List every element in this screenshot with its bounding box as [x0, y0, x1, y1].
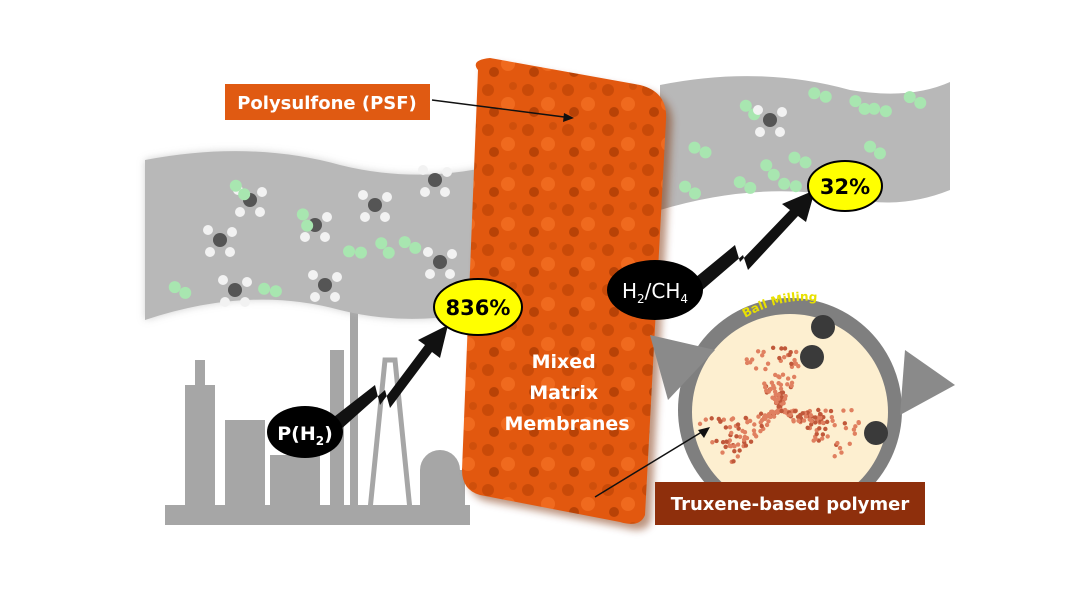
milling-ball — [864, 421, 888, 445]
psf-pointer — [431, 99, 573, 119]
hydrogen-molecule — [864, 140, 886, 160]
methane-molecule — [218, 275, 252, 307]
hydrogen-molecule — [788, 151, 812, 169]
selectivity-increase-value: 32% — [820, 175, 870, 199]
mixed-matrix-membrane — [462, 58, 673, 530]
permeability-label: P(H2) — [277, 423, 333, 448]
permeability-increase-value: 836% — [446, 296, 511, 320]
hydrogen-molecule — [375, 237, 395, 259]
hydrogen-molecule — [808, 87, 832, 103]
hydrogen-molecule — [343, 245, 367, 259]
hydrogen-molecule — [229, 179, 251, 201]
selectivity-oval — [607, 260, 703, 320]
methane-molecule — [308, 270, 342, 302]
permeability-oval — [267, 406, 343, 458]
hydrogen-molecule — [778, 177, 802, 193]
mmm-label: Mixed Matrix Membranes — [504, 351, 629, 435]
polysulfone-label-box — [225, 84, 430, 120]
polysulfone-label: Polysulfone (PSF) — [237, 93, 417, 114]
hydrogen-molecule — [679, 180, 701, 200]
filler-label: Truxene-based polymer — [671, 494, 910, 515]
permeability-increase-badge — [433, 278, 523, 336]
permeability-arrow — [330, 325, 448, 430]
selectivity-arrow — [690, 190, 815, 292]
hydrogen-molecule — [398, 236, 422, 254]
hydrogen-molecule — [733, 176, 757, 194]
milling-ball — [811, 315, 835, 339]
hydrogen-molecule — [903, 91, 927, 109]
truxene-polymer-structure — [697, 345, 861, 464]
selectivity-increase-badge — [807, 160, 883, 212]
methane-molecule — [203, 225, 237, 257]
hydrogen-molecule — [168, 281, 192, 299]
selectivity-label: H2/CH4 — [622, 279, 688, 306]
methane-molecule — [358, 190, 392, 222]
ball-mill: Ball Milling — [650, 290, 955, 522]
methane-molecule — [753, 105, 787, 137]
filler-label-box — [655, 482, 925, 525]
hydrogen-molecule — [688, 141, 712, 159]
milling-ball — [800, 345, 824, 369]
hydrogen-molecule — [849, 95, 871, 115]
hydrogen-molecule — [296, 208, 314, 232]
methane-molecule — [418, 165, 452, 197]
hydrogen-molecule — [258, 282, 282, 298]
methane-molecule — [423, 247, 457, 279]
filler-pointer — [594, 429, 706, 498]
hydrogen-molecule — [760, 159, 780, 181]
hydrogen-molecule — [868, 102, 892, 118]
